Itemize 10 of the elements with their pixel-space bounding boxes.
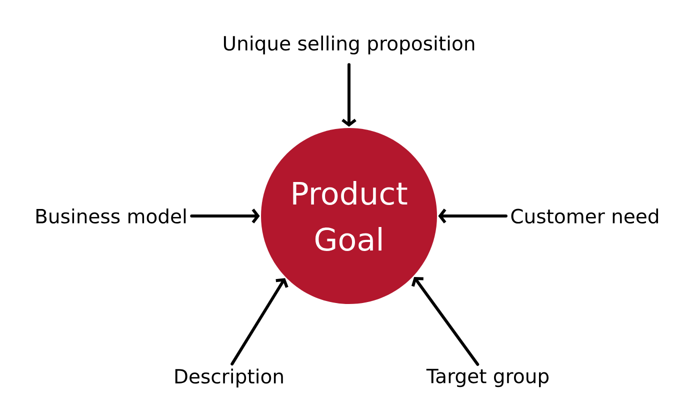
arrow xyxy=(342,63,356,127)
input-label: Customer need xyxy=(511,208,658,224)
input-label: Description xyxy=(175,368,283,388)
arrow xyxy=(438,208,508,224)
arrow xyxy=(190,208,260,224)
input-label: Business model xyxy=(36,208,186,224)
input-label: Target group xyxy=(426,368,549,388)
arrow xyxy=(411,276,480,366)
input-label: Unique selling proposition xyxy=(224,36,474,54)
arrow xyxy=(230,278,288,366)
